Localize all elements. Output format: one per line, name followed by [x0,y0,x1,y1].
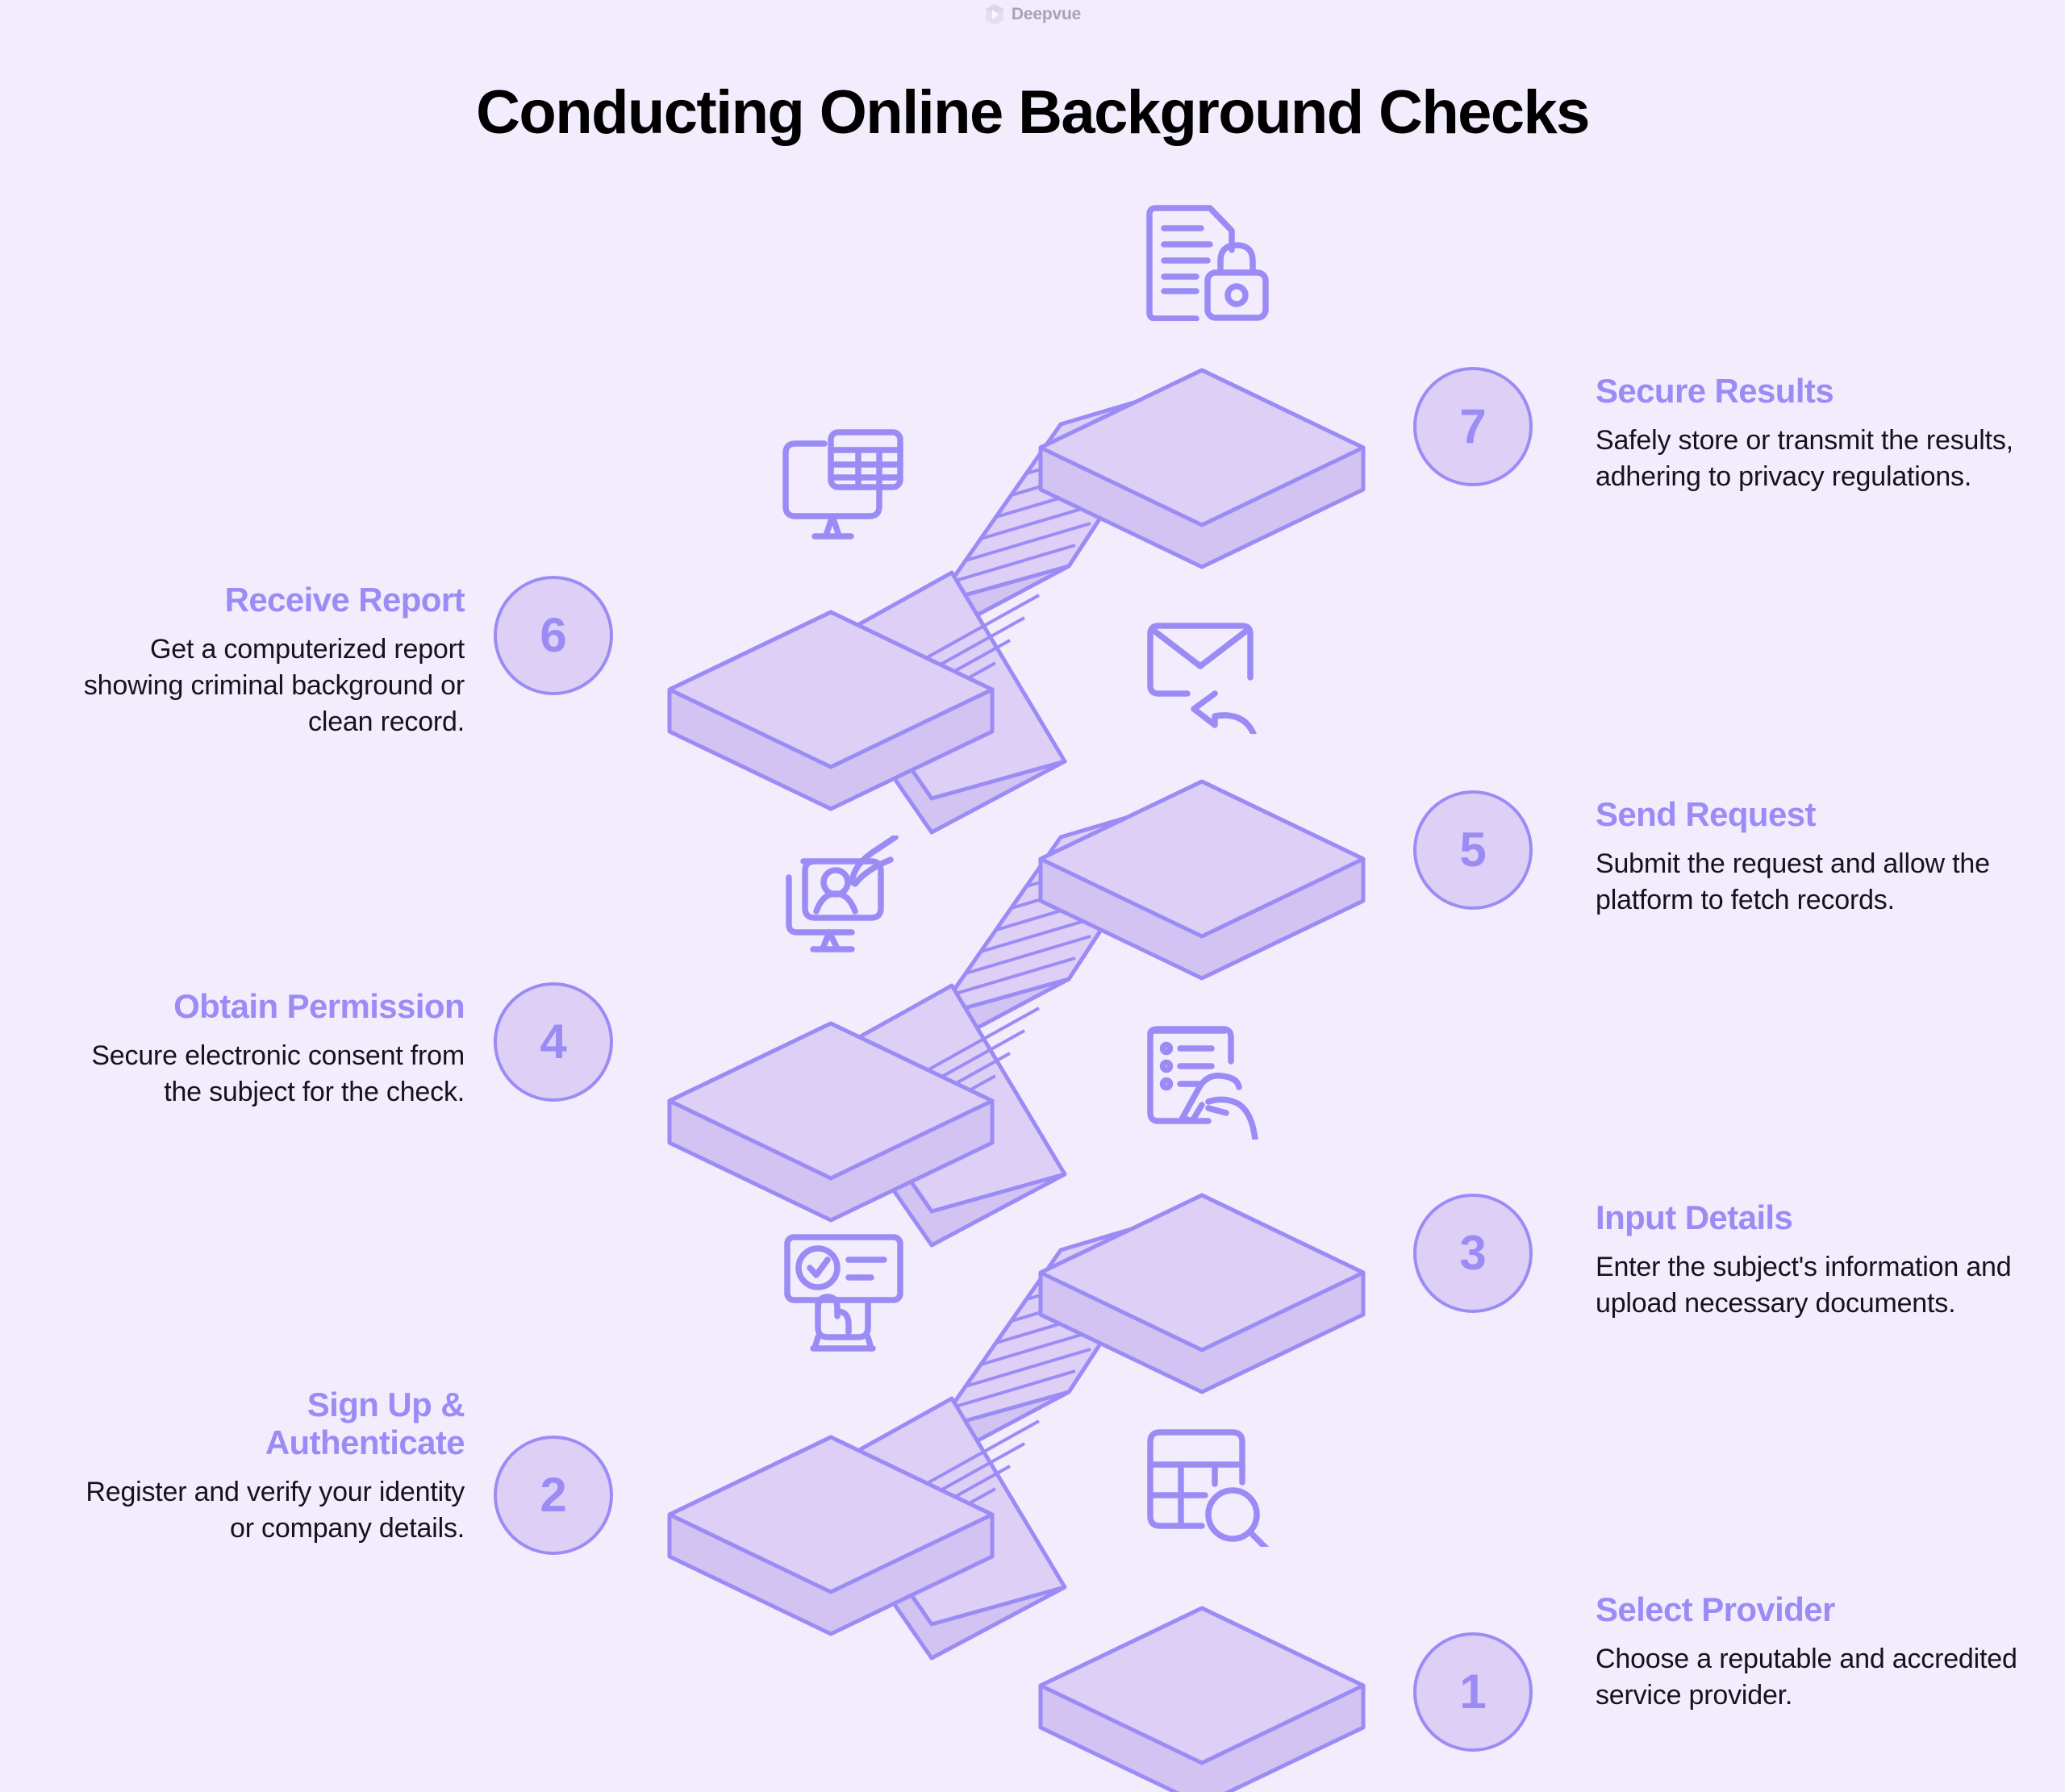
platform-step-1 [1041,1608,1363,1792]
monitor-person-consent-icon [781,836,914,952]
step-body-1: Select Provider Choose a reputable and a… [1596,1586,2050,1714]
step-body-4: Obtain Permission Secure electronic cons… [81,982,465,1111]
step-body-5: Send Request Submit the request and allo… [1596,790,2050,919]
step-description-5: Submit the request and allow the platfor… [1596,848,1990,915]
staircase-group [670,370,1363,1792]
step-item-5: 5 Send Request Submit the request and al… [1413,790,2050,919]
step-number-badge-2: 2 [494,1436,613,1555]
step-title-4: Obtain Permission [173,987,465,1025]
step-number-badge-4: 4 [494,982,613,1102]
step-item-4: 4 Obtain Permission Secure electronic co… [81,982,613,1111]
step-description-3: Enter the subject's information and uplo… [1596,1252,2012,1319]
step-body-6: Receive Report Get a computerized report… [81,576,465,740]
step-body-2: Sign Up & Authenticate Register and veri… [81,1381,465,1547]
step-body-7: Secure Results Safely store or transmit … [1596,367,2026,495]
document-lock-icon [1133,200,1283,321]
step-description-4: Secure electronic consent from the subje… [91,1040,465,1107]
step-item-2: 2 Sign Up & Authenticate Register and ve… [81,1381,613,1555]
step-title-3: Input Details [1596,1198,1793,1236]
step-description-6: Get a computerized report showing crimin… [83,634,465,737]
monitor-spreadsheet-icon [774,429,907,544]
step-item-7: 7 Secure Results Safely store or transmi… [1413,367,2026,495]
step-number-badge-1: 1 [1413,1632,1533,1752]
step-item-3: 3 Input Details Enter the subject's info… [1413,1194,2050,1322]
hexagon-logo-icon [985,4,1003,25]
step-description-1: Choose a reputable and accredited servic… [1596,1644,2017,1711]
step-title-2: Sign Up & Authenticate [265,1386,465,1462]
step-body-3: Input Details Enter the subject's inform… [1596,1194,2050,1322]
step-item-6: 6 Receive Report Get a computerized repo… [81,576,613,740]
step-description-7: Safely store or transmit the results, ad… [1596,425,2013,492]
page-title: Conducting Online Background Checks [476,78,1590,147]
step-item-1: 1 Select Provider Choose a reputable and… [1413,1586,2050,1752]
watermark: Deepvue [0,3,2065,26]
step-title-1: Select Provider [1596,1590,1835,1628]
step-description-2: Register and verify your identity or com… [86,1477,465,1544]
form-signing-icon [1144,1023,1277,1140]
step-number-badge-3: 3 [1413,1194,1533,1313]
step-title-7: Secure Results [1596,372,1834,410]
step-title-6: Receive Report [224,581,465,619]
envelope-reply-icon [1144,619,1277,734]
table-search-icon [1144,1426,1277,1547]
step-number-badge-5: 5 [1413,790,1533,910]
step-title-5: Send Request [1596,795,1816,833]
step-number-badge-6: 6 [494,576,613,695]
watermark-brand: Deepvue [1011,5,1082,23]
verified-screen-icon [781,1231,914,1352]
step-number-badge-7: 7 [1413,367,1533,486]
